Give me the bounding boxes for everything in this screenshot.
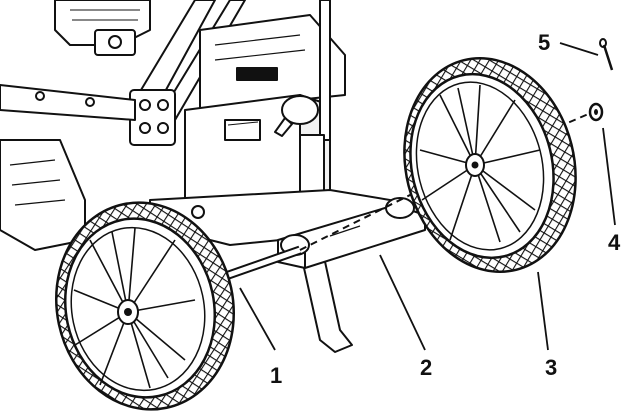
callout-labels: 1 2 3 4 5 (270, 30, 621, 388)
leader-line-4 (602, 127, 616, 226)
callout-5: 5 (538, 30, 550, 55)
leader-line-1 (239, 287, 276, 351)
leader-line-5 (559, 42, 599, 56)
washer-icon (588, 102, 604, 122)
leader-line-3 (537, 271, 549, 351)
callout-3: 3 (545, 355, 557, 380)
cotter-pin-icon (599, 38, 614, 71)
callout-2: 2 (420, 355, 432, 380)
callout-1: 1 (270, 363, 282, 388)
leader-line-2 (379, 254, 426, 351)
left-wheel-icon (54, 201, 236, 411)
spoked-wheel-icon (403, 57, 577, 273)
callout-4: 4 (608, 230, 621, 255)
machine-frame (0, 0, 421, 353)
leader-lines (239, 42, 616, 351)
